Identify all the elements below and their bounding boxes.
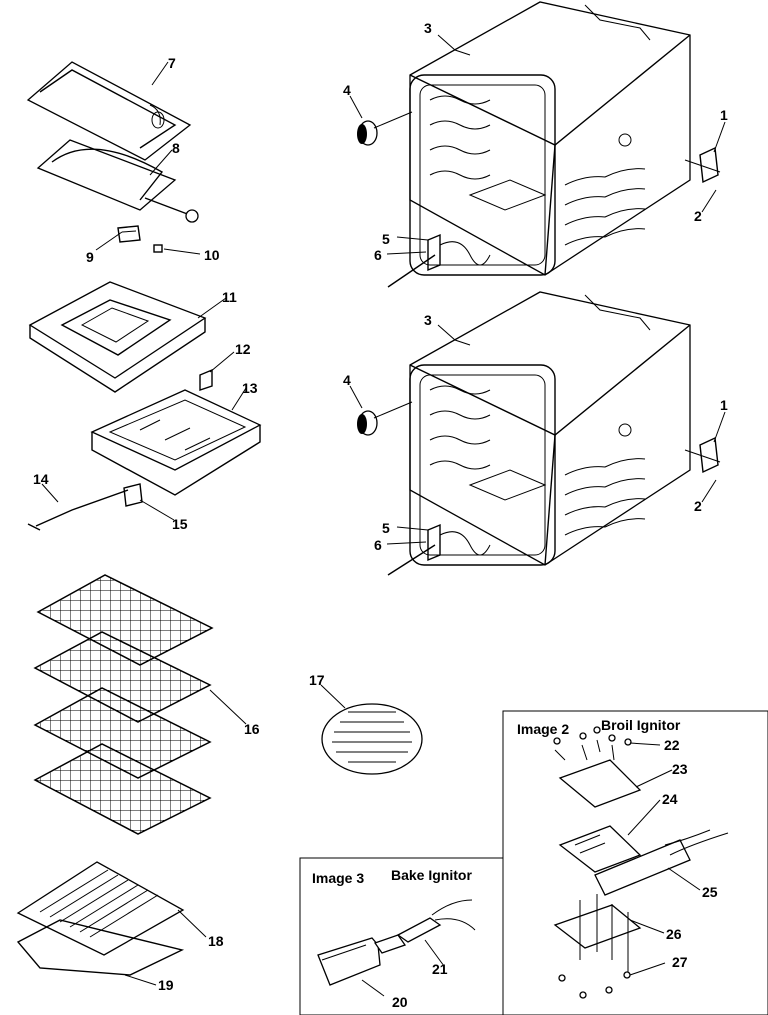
callout-2-upper: 2 [694,208,702,224]
callout-4-lower: 4 [343,372,351,388]
callout-26: 26 [666,926,682,942]
callout-18: 18 [208,933,224,949]
callout-17: 17 [309,672,325,688]
callout-10: 10 [204,247,220,263]
callout-21: 21 [432,961,448,977]
callout-9: 9 [86,249,94,265]
callout-16: 16 [244,721,260,737]
callout-12: 12 [235,341,251,357]
broil-ignitor-parts [553,726,729,999]
sensor-bracket [684,146,721,184]
inset-image-3-frame [299,857,504,1015]
inset-image-3-tag: Image 3 [312,870,364,886]
oven-light-assembly-lower [357,401,413,436]
callout-20: 20 [392,994,408,1010]
round-grill [321,703,423,775]
broil-burner [36,139,199,223]
oven-rack-4 [33,743,212,835]
broil-pan-tray [28,281,207,393]
callout-2-lower: 2 [694,498,702,514]
callout-6-upper: 6 [374,247,382,263]
callout-3-upper: 3 [424,20,432,36]
oven-light-assembly [357,111,413,146]
broil-pan [16,919,185,976]
callout-4-upper: 4 [343,82,351,98]
inset-image-2-title: Broil Ignitor [601,717,681,733]
broil-burner-cover [26,61,192,161]
lower-oven-cavity [409,291,691,566]
callout-27: 27 [672,954,688,970]
igniter-clip [123,483,143,507]
burner-clip [117,225,141,243]
burner-screw [153,244,163,253]
sensor-bracket-lower [684,436,721,474]
upper-oven-cavity [409,1,691,276]
broil-pan-insert [16,861,185,956]
bake-ignitor-parts [317,899,476,986]
callout-22: 22 [664,737,680,753]
inset-image-2-tag: Image 2 [517,721,569,737]
igniter-bracket [199,368,213,391]
callout-15: 15 [172,516,188,532]
inset-image-3-title: Bake Ignitor [391,867,472,883]
callout-24: 24 [662,791,678,807]
temperature-sensor-lower [387,523,491,576]
callout-14: 14 [33,471,49,487]
gas-manifold-tube [27,489,129,531]
callout-8: 8 [172,140,180,156]
callout-7: 7 [168,55,176,71]
callout-23: 23 [672,761,688,777]
callout-25: 25 [702,884,718,900]
callout-5-lower: 5 [382,520,390,536]
leader-lines [41,34,726,997]
callout-1-upper: 1 [720,107,728,123]
callout-numbers: 3 4 1 2 5 6 3 4 1 2 5 6 7 8 9 10 11 12 1… [33,20,728,1010]
broil-burner-box [90,389,262,496]
callout-11: 11 [222,289,237,305]
callout-19: 19 [158,977,174,993]
callout-5-upper: 5 [382,231,390,247]
callout-6-lower: 6 [374,537,382,553]
temperature-sensor [387,233,491,288]
callout-1-lower: 1 [720,397,728,413]
callout-13: 13 [242,380,258,396]
callout-3-lower: 3 [424,312,432,328]
